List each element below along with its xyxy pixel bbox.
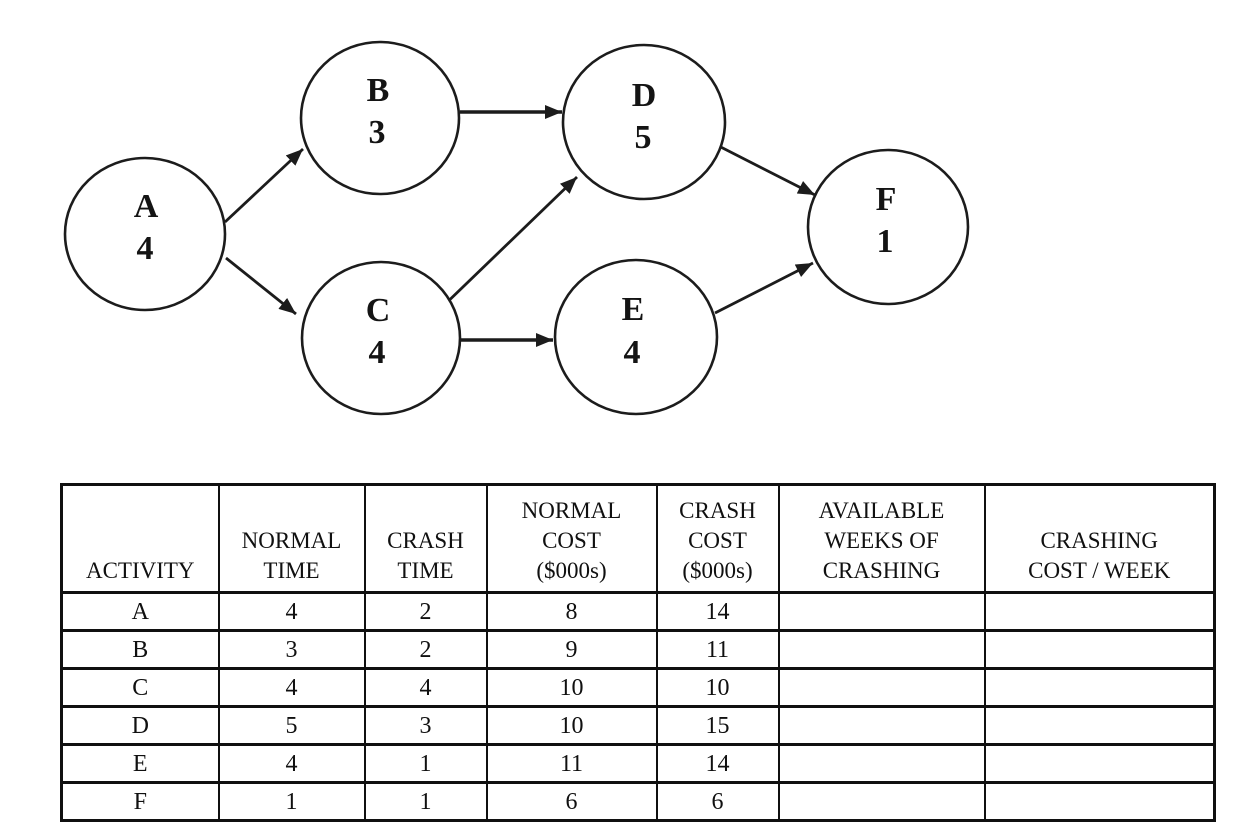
table-cell: 5 xyxy=(217,705,366,746)
node-D-circle xyxy=(561,43,727,201)
table-body: A 4 2 8 14 B 3 2 9 11 C 4 4 10 10 D xyxy=(60,591,1216,822)
node-D-time: 5 xyxy=(635,119,652,156)
node-E: E 4 xyxy=(553,258,719,416)
table-cell: 8 xyxy=(485,591,658,632)
node-A-label: A xyxy=(134,188,159,225)
col-header-crash-time: CRASH TIME xyxy=(363,483,488,594)
node-F-time: 1 xyxy=(877,223,894,260)
table-cell xyxy=(983,667,1216,708)
table-cell xyxy=(983,781,1216,822)
node-B-time: 3 xyxy=(369,114,386,151)
table-cell xyxy=(777,743,986,784)
node-E-circle xyxy=(553,258,719,416)
table-row: F 1 1 6 6 xyxy=(60,781,1216,822)
node-F-label: F xyxy=(876,181,897,218)
node-A-time: 4 xyxy=(137,230,154,267)
activity-network-diagram: A 4 B 3 C 4 D 5 E 4 F 1 xyxy=(63,40,970,416)
table-cell: 1 xyxy=(363,781,488,822)
table-cell: B xyxy=(60,629,220,670)
table-row: B 3 2 9 11 xyxy=(60,629,1216,670)
table-header-row: ACTIVITY NORMAL TIME CRASH TIME NORMAL C… xyxy=(60,483,1216,594)
table-cell: 11 xyxy=(655,629,780,670)
node-F-circle xyxy=(806,148,970,306)
table-cell xyxy=(777,591,986,632)
col-header-crashing-cost-week: CRASHING COST / WEEK xyxy=(983,483,1216,594)
table-cell xyxy=(983,705,1216,746)
table-header: ACTIVITY NORMAL TIME CRASH TIME NORMAL C… xyxy=(60,483,1216,594)
node-B-label: B xyxy=(367,72,390,109)
node-A: A 4 xyxy=(63,156,227,312)
node-F: F 1 xyxy=(806,148,970,306)
node-E-time: 4 xyxy=(624,334,641,371)
node-C-time: 4 xyxy=(369,334,386,371)
table-cell: 2 xyxy=(363,591,488,632)
table-row: A 4 2 8 14 xyxy=(60,591,1216,632)
table-cell: 15 xyxy=(655,705,780,746)
node-D-label: D xyxy=(632,77,657,114)
table-row: C 4 4 10 10 xyxy=(60,667,1216,708)
node-D: D 5 xyxy=(561,43,727,201)
table-row: D 5 3 10 15 xyxy=(60,705,1216,746)
table-cell: 10 xyxy=(485,705,658,746)
table-cell: 14 xyxy=(655,743,780,784)
table-cell: D xyxy=(60,705,220,746)
col-header-normal-cost: NORMAL COST ($000s) xyxy=(485,483,658,594)
edge-A-B xyxy=(224,147,304,224)
table-cell: 2 xyxy=(363,629,488,670)
table-cell: 4 xyxy=(217,667,366,708)
edge-E-F xyxy=(714,261,814,315)
edge-C-D xyxy=(436,175,578,314)
edge-A-C xyxy=(225,256,297,316)
table-cell xyxy=(777,629,986,670)
table-row: E 4 1 11 14 xyxy=(60,743,1216,784)
table-cell xyxy=(983,743,1216,784)
table-cell xyxy=(777,781,986,822)
node-C-circle xyxy=(300,260,462,416)
node-B-circle xyxy=(299,40,461,196)
table-cell: 6 xyxy=(655,781,780,822)
table-cell: 9 xyxy=(485,629,658,670)
col-header-activity: ACTIVITY xyxy=(60,483,220,594)
col-header-normal-time: NORMAL TIME xyxy=(217,483,366,594)
table-cell: 14 xyxy=(655,591,780,632)
node-B: B 3 xyxy=(299,40,461,196)
table-cell xyxy=(777,667,986,708)
table-cell: C xyxy=(60,667,220,708)
node-A-circle xyxy=(63,156,227,312)
table-cell: 6 xyxy=(485,781,658,822)
table-cell xyxy=(983,629,1216,670)
col-header-crash-cost: CRASH COST ($000s) xyxy=(655,483,780,594)
crashing-cost-table: ACTIVITY NORMAL TIME CRASH TIME NORMAL C… xyxy=(60,483,1216,822)
table-cell: 11 xyxy=(485,743,658,784)
table-cell: E xyxy=(60,743,220,784)
table-cell: 3 xyxy=(363,705,488,746)
table-cell: 1 xyxy=(217,781,366,822)
table-cell: A xyxy=(60,591,220,632)
edge-D-F xyxy=(706,138,816,197)
table-cell: 1 xyxy=(363,743,488,784)
table-cell xyxy=(983,591,1216,632)
table-cell: 4 xyxy=(217,591,366,632)
node-C-label: C xyxy=(366,292,391,329)
col-header-available-weeks: AVAILABLE WEEKS OF CRASHING xyxy=(777,483,986,594)
table-cell: 4 xyxy=(363,667,488,708)
node-E-label: E xyxy=(622,291,645,328)
table-cell: 10 xyxy=(485,667,658,708)
node-C: C 4 xyxy=(300,260,462,416)
table-cell: 3 xyxy=(217,629,366,670)
table-cell: F xyxy=(60,781,220,822)
table-cell: 4 xyxy=(217,743,366,784)
table-cell: 10 xyxy=(655,667,780,708)
table-cell xyxy=(777,705,986,746)
